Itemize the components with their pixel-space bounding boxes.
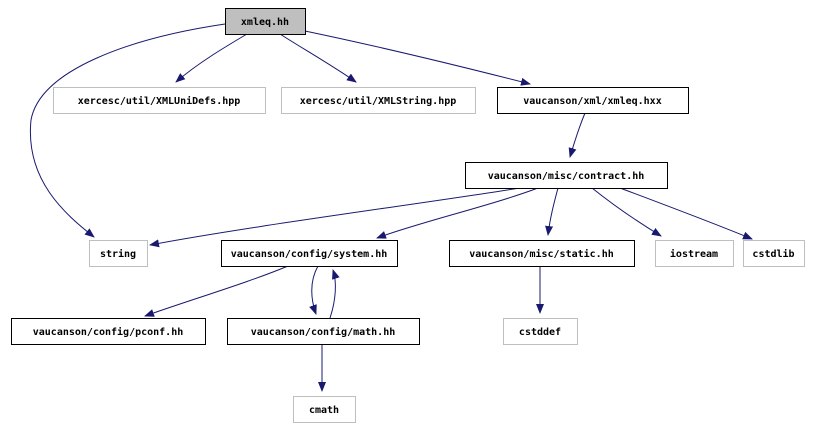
node-xmlstring[interactable]: xercesc/util/XMLString.hpp	[281, 87, 476, 114]
node-xmleq_hh[interactable]: xmleq.hh	[225, 8, 306, 35]
node-label-cstddef: cstddef	[519, 327, 561, 338]
edge-system-to-math	[309, 265, 319, 315]
node-label-cmath: cmath	[309, 405, 339, 416]
node-label-cstdlib: cstdlib	[752, 248, 794, 260]
node-box-xmleq_hh	[225, 8, 306, 35]
edge-math-to-system	[329, 269, 340, 319]
node-label-xmleq_hh: xmleq.hh	[241, 17, 289, 28]
nodes-layer: xmleq.hh xercesc/util/XMLUniDefs.hpp xerce…	[11, 8, 805, 423]
node-label-contract: vaucanson/misc/contract.hh	[488, 170, 645, 182]
node-cmath[interactable]: cmath	[293, 396, 356, 423]
node-box-xmleq_hxx	[497, 87, 689, 114]
edges-layer	[29, 23, 753, 392]
edge-contract-to-string	[149, 187, 521, 248]
node-box-contract	[465, 162, 668, 189]
node-label-xmlstring: xercesc/util/XMLString.hpp	[300, 95, 457, 107]
node-string[interactable]: string	[89, 240, 148, 267]
node-box-system	[221, 240, 398, 267]
node-label-xmleq_hxx: vaucanson/xml/xmleq.hxx	[523, 96, 661, 107]
node-xmlunidefs[interactable]: xercesc/util/XMLUniDefs.hpp	[53, 87, 266, 114]
node-label-iostream: iostream	[670, 248, 718, 260]
node-box-cstddef	[503, 318, 578, 345]
node-box-pconf	[11, 318, 206, 345]
node-cstdlib[interactable]: cstdlib	[743, 240, 805, 267]
edge-xmleq_hh-to-string	[29, 23, 226, 238]
node-box-xmlunidefs	[53, 87, 266, 114]
node-label-string: string	[100, 248, 136, 260]
edge-xmleq_hh-to-xmlstring	[279, 33, 357, 83]
node-label-xmlunidefs: xercesc/util/XMLUniDefs.hpp	[78, 95, 241, 107]
edge-contract-to-static	[545, 187, 559, 236]
node-contract[interactable]: vaucanson/misc/contract.hh	[465, 162, 668, 189]
node-pconf[interactable]: vaucanson/config/pconf.hh	[11, 318, 206, 345]
node-math[interactable]: vaucanson/config/math.hh	[227, 318, 420, 345]
node-label-static: vaucanson/misc/static.hh	[469, 248, 614, 260]
edge-xmleq_hh-to-xmlunidefs	[175, 33, 248, 83]
edge-xmleq_hh-to-xmleq_hxx	[304, 30, 531, 86]
node-system[interactable]: vaucanson/config/system.hh	[221, 240, 398, 267]
node-label-math: vaucanson/config/math.hh	[251, 326, 396, 338]
node-iostream[interactable]: iostream	[655, 240, 734, 267]
node-box-cmath	[293, 396, 356, 423]
node-box-string	[89, 240, 148, 267]
edge-contract-to-system	[376, 187, 539, 239]
edge-contract-to-cstdlib	[619, 187, 753, 240]
edge-system-to-pconf	[144, 265, 289, 317]
node-label-system: vaucanson/config/system.hh	[231, 248, 388, 260]
node-box-math	[227, 318, 420, 345]
node-box-xmlstring	[281, 87, 476, 114]
node-box-cstdlib	[743, 240, 805, 267]
node-box-static	[449, 240, 635, 267]
edge-xmleq_hxx-to-contract	[568, 112, 586, 158]
node-cstddef[interactable]: cstddef	[503, 318, 578, 345]
node-static[interactable]: vaucanson/misc/static.hh	[449, 240, 635, 267]
node-box-iostream	[655, 240, 734, 267]
node-xmleq_hxx[interactable]: vaucanson/xml/xmleq.hxx	[497, 87, 689, 114]
node-label-pconf: vaucanson/config/pconf.hh	[33, 326, 184, 338]
edge-contract-to-iostream	[591, 187, 662, 237]
